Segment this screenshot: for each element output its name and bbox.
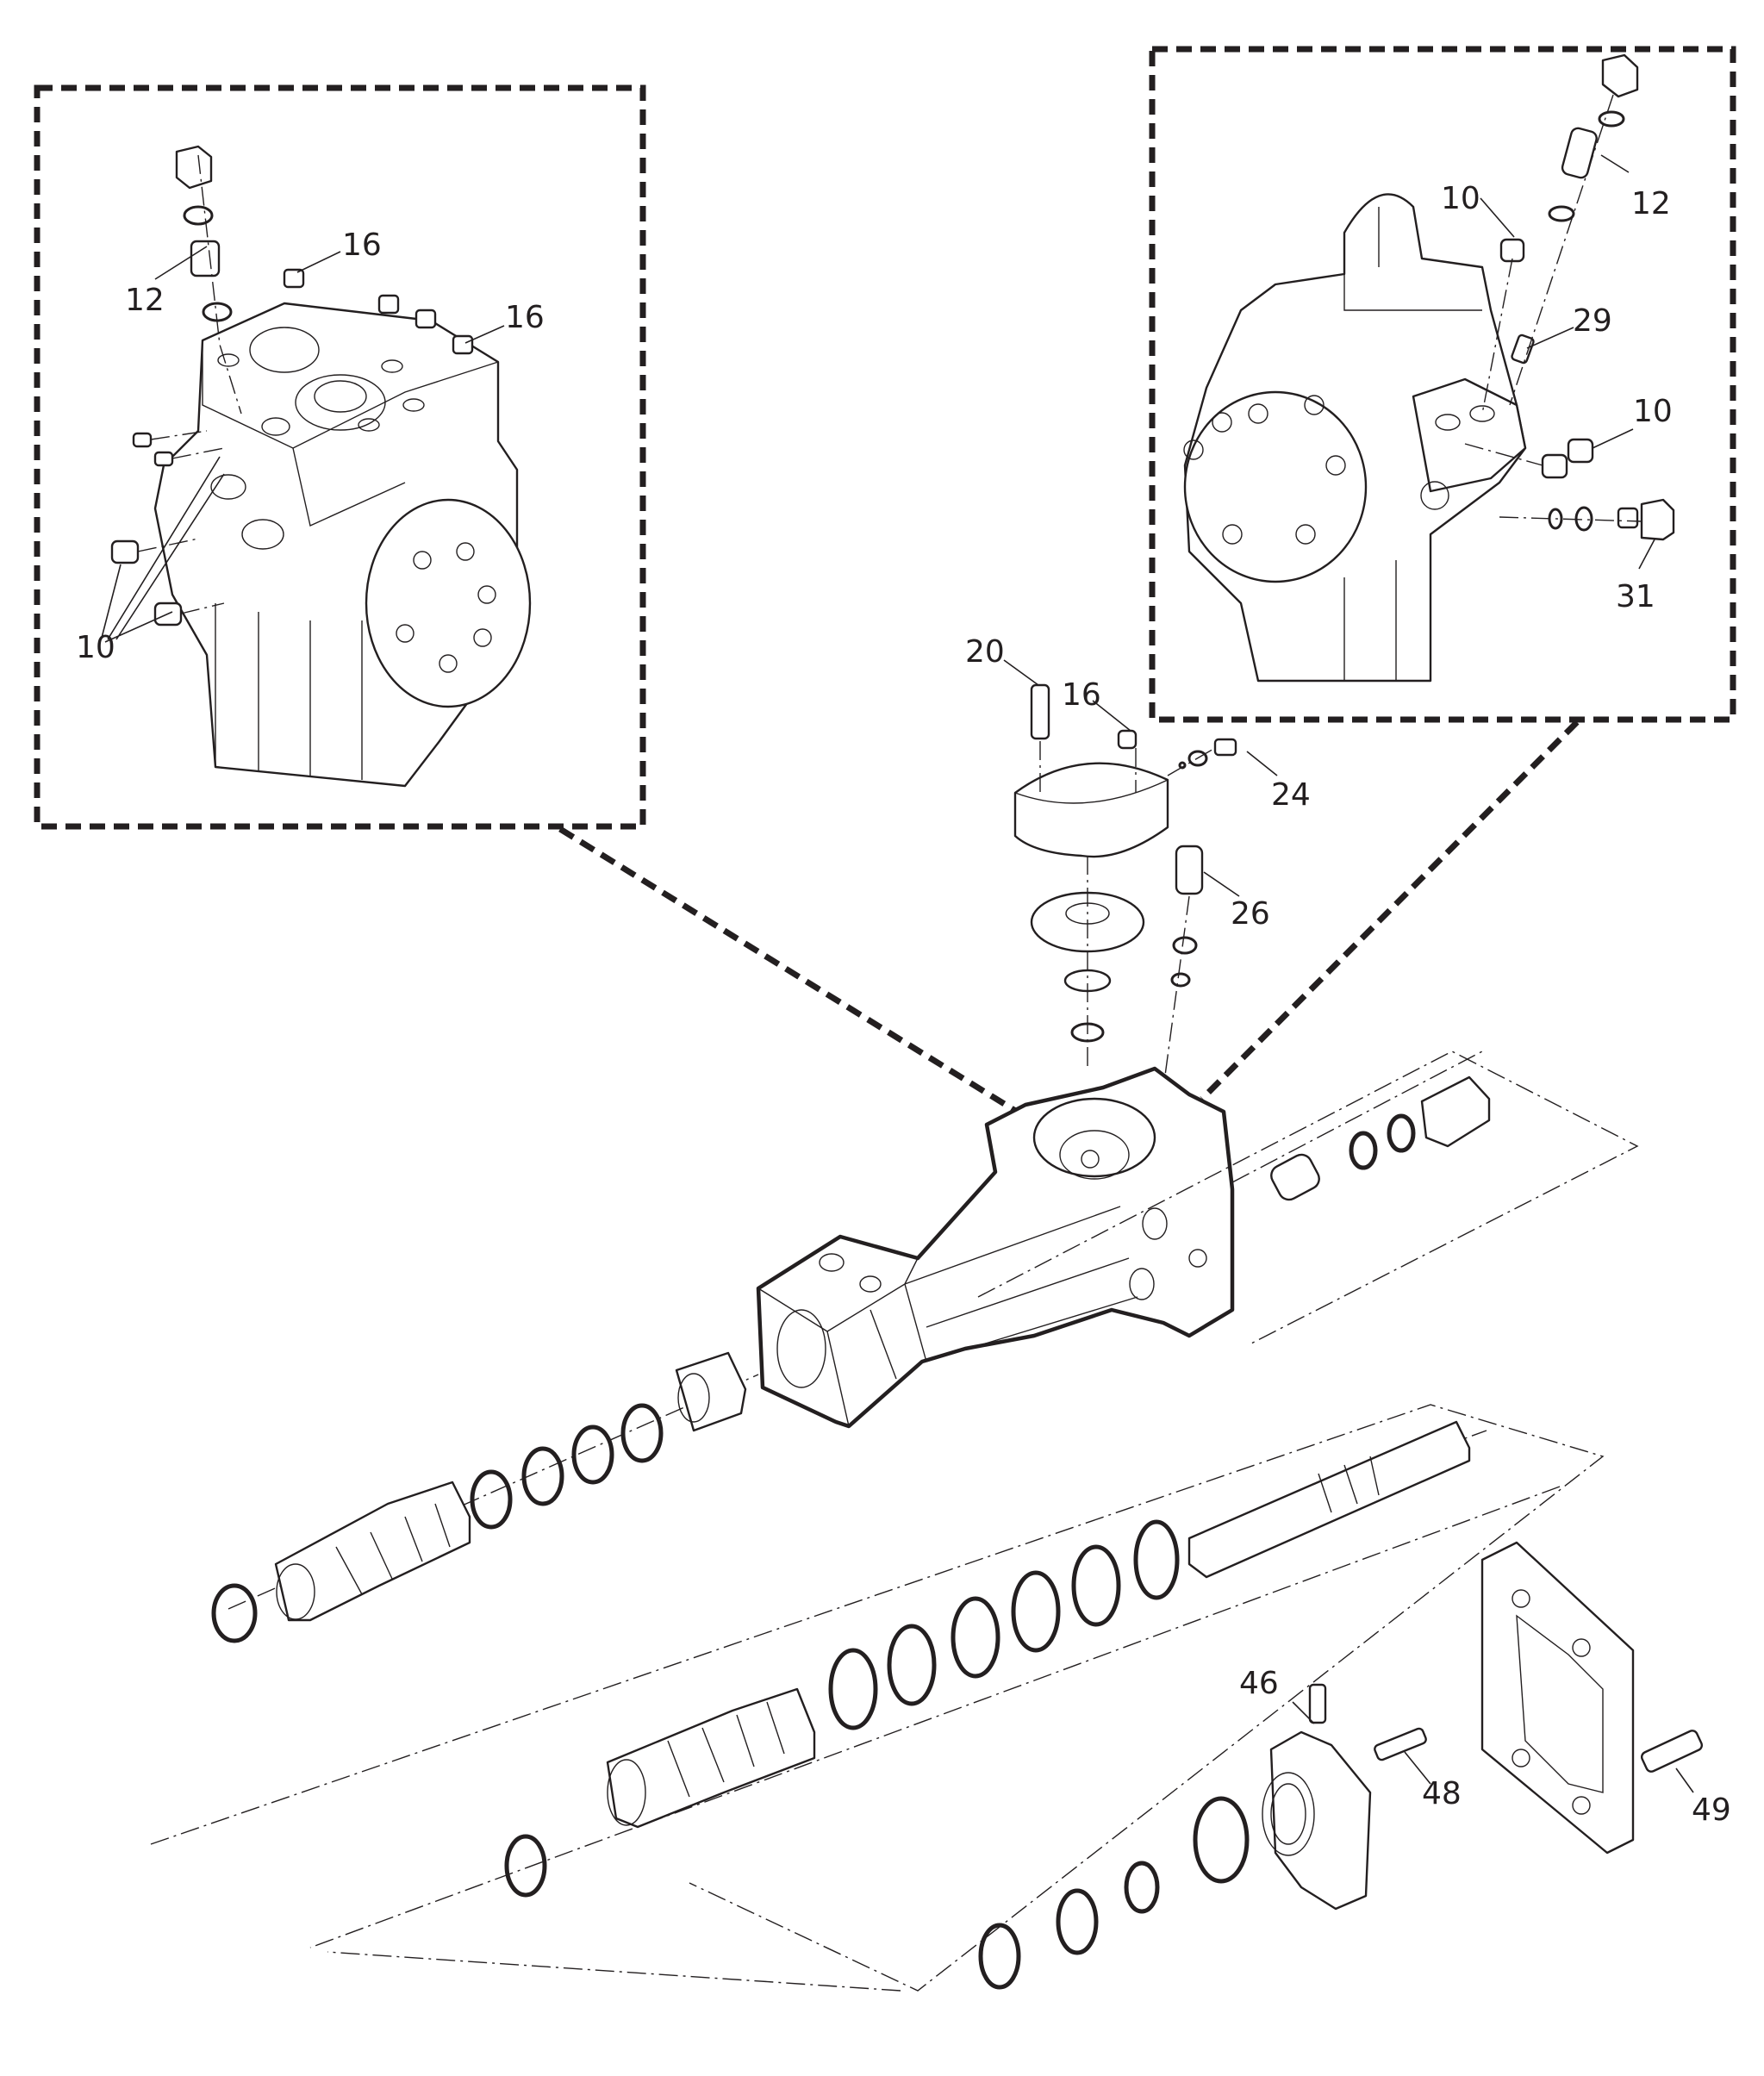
callout-12-right: 12 [1631,186,1671,221]
fitting-part-26 [1175,845,1204,895]
right-inset-border [1149,46,1736,723]
screw-part-20 [1030,683,1050,740]
lower-shaft-group [150,1404,1704,1992]
spacer-plate [1480,1541,1635,1855]
right-detail-inset: 10 12 29 10 31 [1149,46,1736,723]
left-inset-callouts: 12 16 16 10 [76,228,545,665]
callout-49: 49 [1692,1792,1731,1828]
callout-12-left: 12 [125,283,165,318]
plug-part-46 [1308,1683,1327,1724]
valve-part-24 [1213,738,1237,757]
spool-sleeve-left [274,1481,471,1622]
callout-16-left-b: 16 [505,300,545,335]
callout-26: 26 [1231,896,1270,932]
left-detail-inset: 12 16 16 10 [34,84,646,830]
cover-assembly [1013,683,1237,1121]
callout-20: 20 [965,634,1005,670]
valve-spool-upper [1270,1153,1320,1201]
callout-24: 24 [1271,777,1311,813]
upper-valve-group [977,1050,1639,1345]
left-inset-fittings [110,145,474,627]
plug-part-16 [1117,729,1138,750]
screw-part-49 [1640,1730,1704,1773]
callout-16-left-a: 16 [342,228,382,263]
center-callouts: 20 16 24 26 [965,634,1311,932]
right-inset-housing [1183,193,1527,683]
bolt-part-48 [1374,1727,1427,1761]
end-flange [1269,1730,1372,1911]
callout-10-left: 10 [76,630,115,665]
right-inset-callouts: 10 12 29 10 31 [1441,154,1673,614]
callout-10-right-top: 10 [1441,181,1480,216]
bushing-left [675,1351,747,1432]
callout-29-right: 29 [1573,303,1612,339]
lower-callouts: 46 48 49 [1239,1666,1731,1828]
callout-31-right: 31 [1616,579,1655,614]
callout-10-right-mid: 10 [1633,394,1673,429]
left-inset-housing [153,302,532,788]
spool-sleeve-lower [606,1687,816,1829]
cover-plate [1013,762,1169,858]
main-housing [756,1066,1235,1429]
callout-16-center: 16 [1062,677,1101,713]
valve-cap-upper [1420,1075,1491,1148]
right-inset-link-line [1200,720,1580,1101]
main-shaft [1187,1420,1471,1579]
left-inset-border [34,84,646,830]
left-inset-link-line [558,826,1019,1114]
left-spool-group [211,1351,759,1643]
right-inset-fittings [1464,53,1675,541]
callout-46: 46 [1239,1666,1279,1701]
callout-48: 48 [1422,1776,1462,1811]
